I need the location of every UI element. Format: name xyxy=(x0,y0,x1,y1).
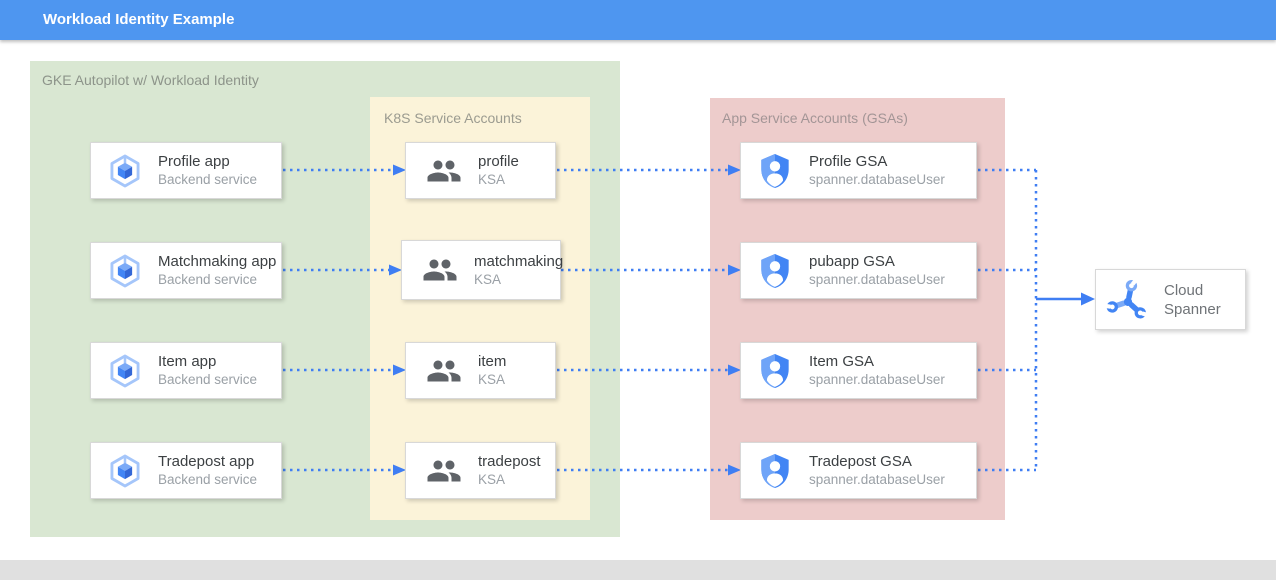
node-title: Matchmaking app xyxy=(158,253,277,270)
gsa-node-pubapp: pubapp GSA spanner.databaseUser xyxy=(740,242,977,299)
node-title: Profile GSA xyxy=(809,153,888,170)
node-subtitle: KSA xyxy=(478,372,506,387)
node-subtitle: Backend service xyxy=(158,472,258,487)
node-title: Item app xyxy=(158,353,217,370)
shield-user-icon xyxy=(755,451,795,491)
gsa-container-label: App Service Accounts (GSAs) xyxy=(722,110,908,126)
node-title: item xyxy=(478,353,507,370)
gke-icon xyxy=(106,152,144,190)
people-icon xyxy=(426,453,462,489)
node-subtitle: spanner.databaseUser xyxy=(809,172,945,187)
node-subtitle: spanner.databaseUser xyxy=(809,372,945,387)
gsa-node-tradepost: Tradepost GSA spanner.databaseUser xyxy=(740,442,977,499)
node-subtitle: Backend service xyxy=(158,172,258,187)
gke-icon xyxy=(106,252,144,290)
people-icon xyxy=(426,353,462,389)
gsa-node-item: Item GSA spanner.databaseUser xyxy=(740,342,977,399)
node-subtitle: spanner.databaseUser xyxy=(809,472,945,487)
shield-user-icon xyxy=(755,151,795,191)
node-title: Tradepost app xyxy=(158,453,255,470)
node-subtitle: Backend service xyxy=(158,372,258,387)
people-icon xyxy=(422,252,458,288)
ksa-container-label: K8S Service Accounts xyxy=(384,110,522,126)
node-title: profile xyxy=(478,153,519,170)
node-subtitle: KSA xyxy=(478,472,506,487)
node-subtitle: KSA xyxy=(474,271,502,287)
title-bar: Workload Identity Example xyxy=(0,0,1276,40)
node-subtitle: Backend service xyxy=(158,272,258,287)
gke-container-label: GKE Autopilot w/ Workload Identity xyxy=(42,72,259,88)
node-subtitle: KSA xyxy=(478,172,506,187)
gke-icon xyxy=(106,452,144,490)
node-title: tradepost xyxy=(478,453,541,470)
cloud-spanner-node: Cloud Spanner xyxy=(1095,269,1246,330)
shield-user-icon xyxy=(755,251,795,291)
node-title: matchmaking xyxy=(474,252,564,270)
spanner-wrenches-icon xyxy=(1106,278,1150,322)
people-icon xyxy=(426,153,462,189)
node-title: pubapp GSA xyxy=(809,253,895,270)
node-subtitle: spanner.databaseUser xyxy=(809,272,945,287)
footer-bar xyxy=(0,560,1276,580)
node-title: Cloud Spanner xyxy=(1164,281,1221,318)
shield-user-icon xyxy=(755,351,795,391)
gsa-node-profile: Profile GSA spanner.databaseUser xyxy=(740,142,977,199)
diagram-title: Workload Identity Example xyxy=(43,11,235,28)
node-title: Profile app xyxy=(158,153,230,170)
gke-icon xyxy=(106,352,144,390)
node-title: Item GSA xyxy=(809,353,875,370)
node-title: Tradepost GSA xyxy=(809,453,912,470)
